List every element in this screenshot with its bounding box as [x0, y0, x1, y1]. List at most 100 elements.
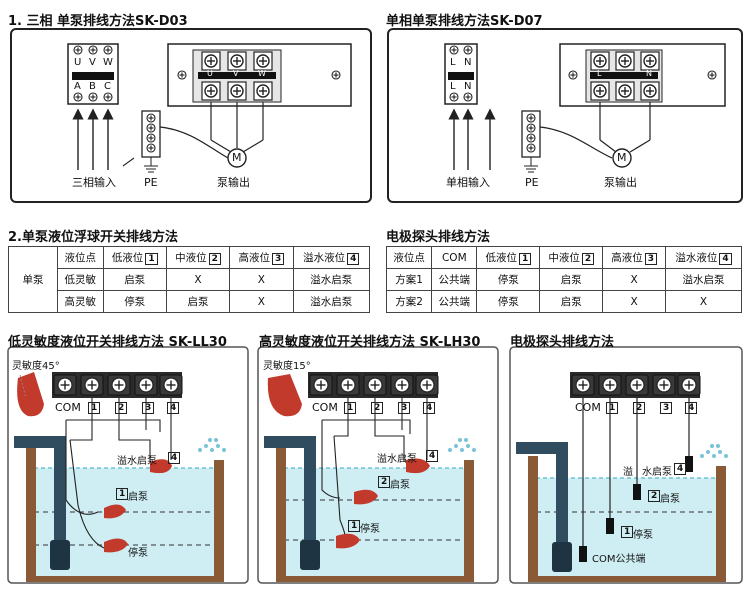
- breaker-bottom-a: A: [74, 81, 81, 92]
- table-cell: 启泵: [539, 268, 604, 291]
- motor-label-2: M: [617, 151, 627, 164]
- motor-icon-1: [227, 148, 247, 168]
- overflow-label-right-b: 水启泵: [642, 467, 672, 478]
- num-3-left: 3: [142, 402, 155, 414]
- table-cell: 溢水启泵: [292, 268, 371, 291]
- table-cell: X: [602, 268, 667, 291]
- electrode-table-title: 电极探头排线方法: [386, 230, 491, 245]
- com-label-mid: COM: [312, 401, 338, 414]
- breaker-bottom-n: N: [464, 81, 472, 92]
- num-2-left: 2: [115, 402, 128, 414]
- overflow-num-right: 4: [674, 463, 687, 475]
- table-row: 低灵敏 启泵 X X 溢水启泵: [9, 268, 371, 291]
- three-phase-breaker: [67, 43, 119, 105]
- motor-icon-2: [612, 148, 632, 168]
- pe-terminal-1: [122, 110, 161, 173]
- sensitivity-45-label: 灵敏度45°: [12, 361, 60, 372]
- table-cell: 方案2: [385, 290, 433, 313]
- table-cell: X: [229, 268, 294, 291]
- table-cell: 启泵: [102, 268, 167, 291]
- motor-label-1: M: [232, 151, 242, 164]
- table-cell: 低灵敏: [57, 268, 104, 291]
- overflow-num-mid: 4: [426, 450, 439, 462]
- overflow-label-left: 溢水启泵: [117, 456, 157, 467]
- num-2-right: 2: [633, 402, 646, 414]
- start-label-right: 启泵: [660, 494, 680, 505]
- table-header: 液位点: [57, 246, 104, 269]
- start-num-right: 2: [648, 490, 661, 502]
- low-sensitivity-title: 低灵敏度液位开关排线方法 SK-LL30: [8, 335, 227, 350]
- breaker-top-v: V: [89, 57, 96, 68]
- stop-label-right: 停泵: [633, 530, 653, 541]
- pump-output-label-1: 泵输出: [217, 176, 250, 189]
- table-cell: 公共端: [431, 290, 478, 313]
- table-cell: X: [602, 290, 667, 313]
- com-label-right: COM: [575, 401, 601, 414]
- num-4-left: 4: [167, 402, 180, 414]
- table-cell: 溢水启泵: [665, 268, 742, 291]
- tank-diagram-mid: [257, 346, 499, 584]
- stop-label-mid: 停泵: [360, 524, 380, 535]
- three-phase-input-label: 三相输入: [72, 176, 116, 189]
- table-cell: 停泵: [476, 268, 541, 291]
- start-num-left: 1: [116, 488, 129, 500]
- tank-diagram-left: [7, 346, 249, 584]
- table-header: 液位点: [385, 246, 433, 269]
- num-3-right: 3: [660, 402, 673, 414]
- overflow-label-mid: 溢水启泵: [377, 454, 417, 465]
- common-label-right: COM公共端: [592, 554, 646, 565]
- com-label-left: COM: [55, 401, 81, 414]
- table-cell: X: [229, 290, 294, 313]
- table-cell: 停泵: [102, 290, 167, 313]
- table-cell: 启泵: [539, 290, 604, 313]
- row-group-label: 单泵: [8, 246, 58, 313]
- section2-title: 单相单泵排线方法SK-D07: [386, 14, 543, 29]
- stop-label-left: 停泵: [128, 548, 148, 559]
- breaker-bottom-c: C: [104, 81, 111, 92]
- pe-label-1: PE: [144, 176, 158, 189]
- breaker-top-u: U: [74, 57, 82, 68]
- start-label-mid: 启泵: [390, 480, 410, 491]
- num-2-mid: 2: [371, 402, 384, 414]
- table-cell: 启泵: [165, 290, 231, 313]
- table-cell: 溢水启泵: [292, 290, 371, 313]
- pump-output-label-2: 泵输出: [604, 176, 637, 189]
- single-phase-input-label: 单相输入: [446, 176, 490, 189]
- pe-terminal-2: [521, 110, 541, 173]
- breaker-top-w: W: [103, 57, 113, 68]
- stop-num-right: 1: [621, 526, 634, 538]
- table-cell: 公共端: [431, 268, 478, 291]
- breaker-top-l: L: [450, 57, 456, 68]
- sensitivity-15-label: 灵敏度15°: [263, 361, 311, 372]
- breaker-bottom-l: L: [450, 81, 456, 92]
- float-table-title: 2.单泵液位浮球开关排线方法: [8, 230, 178, 245]
- single-phase-terminal-block: [559, 43, 726, 107]
- terminal-v: V: [233, 69, 239, 78]
- terminal-u: U: [207, 69, 213, 78]
- num-1-left: 1: [88, 402, 101, 414]
- table-cell: X: [665, 290, 742, 313]
- stop-num-mid: 1: [348, 520, 361, 532]
- terminal-n: N: [646, 69, 652, 78]
- high-sensitivity-title: 高灵敏度液位开关排线方法 SK-LH30: [259, 335, 481, 350]
- num-4-mid: 4: [423, 402, 436, 414]
- electrode-bottom-title: 电极探头排线方法: [510, 335, 615, 350]
- terminal-l: L: [597, 69, 602, 78]
- num-3-mid: 3: [398, 402, 411, 414]
- table-row: 方案1 公共端 停泵 启泵 X 溢水启泵: [385, 268, 742, 291]
- num-4-right: 4: [685, 402, 698, 414]
- start-num-mid: 2: [378, 476, 391, 488]
